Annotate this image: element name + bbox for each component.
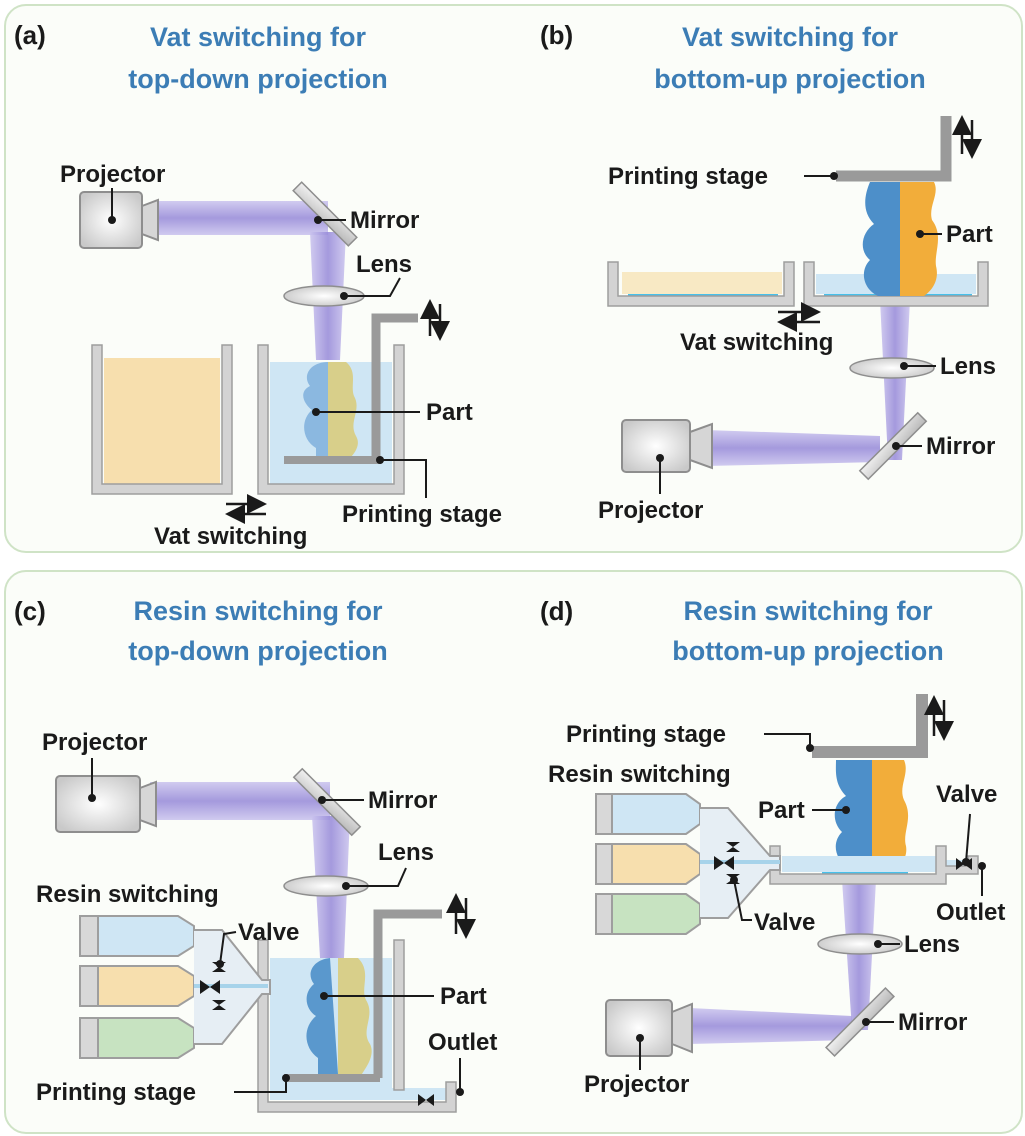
panel-d-resin-bottles [595, 793, 781, 935]
panel-d-title-line1: Resin switching for [683, 596, 933, 626]
panel-b-part-label: Part [946, 221, 993, 248]
panel-d-resin-switching-label: Resin switching [548, 761, 731, 788]
panel-d-part-label: Part [758, 797, 805, 824]
panel-a-printing-stage-label: Printing stage [342, 501, 502, 528]
panel-b-updown-arrow-icon [952, 115, 982, 159]
panel-b-lens-label: Lens [940, 353, 996, 380]
panel-a-mirror-label: Mirror [350, 207, 419, 234]
panel-a-beam-horizontal [156, 201, 328, 235]
panel-c-beam-horizontal [150, 782, 330, 820]
panel-c-valve-icon [200, 962, 434, 1106]
panel-c-id: (c) [14, 596, 46, 626]
panel-b-beam-horizontal [706, 430, 880, 466]
panel-a: (a) Vat switching for top-down projectio… [14, 20, 502, 550]
panel-c: (c) Resin switching for top-down project… [14, 596, 497, 1113]
panel-b-mirror-label: Mirror [926, 433, 995, 460]
panel-b-title-line2: bottom-up projection [654, 64, 925, 94]
panel-b-printing-stage-plate [836, 116, 952, 182]
panel-d-mirror-label: Mirror [898, 1009, 967, 1036]
panel-b-vat-switch-arrow-icon [777, 302, 821, 332]
panel-a-updown-arrow-icon [420, 299, 450, 341]
panel-d-outlet-label: Outlet [936, 899, 1005, 926]
panel-b: (b) Vat switching for bottom-up projecti… [540, 20, 996, 524]
panel-b-projector-label: Projector [598, 497, 703, 524]
panel-b-title-line1: Vat switching for [682, 22, 899, 52]
panel-b-vat-switching-label: Vat switching [680, 329, 833, 356]
panel-c-part-label: Part [440, 983, 487, 1010]
panel-d-part-icon [834, 760, 909, 868]
panel-a-id: (a) [14, 20, 46, 50]
panel-b-beam-vertical [880, 300, 910, 460]
panel-d-beam-vertical [842, 880, 876, 1030]
panel-b-part-icon [862, 182, 939, 296]
panel-c-lens-label: Lens [378, 839, 434, 866]
panel-c-mirror-icon [292, 767, 362, 837]
panel-c-printing-stage-label: Printing stage [36, 1079, 196, 1106]
panel-d-beam-horizontal [690, 1008, 852, 1044]
panel-a-projector-icon [79, 191, 159, 249]
panel-c-projector-icon [55, 775, 157, 833]
panel-d: (d) Resin switching for bottom-up projec… [540, 596, 1005, 1098]
panel-d-updown-arrow-icon [924, 695, 954, 741]
panel-c-valve-label: Valve [238, 919, 299, 946]
panel-c-mirror-label: Mirror [368, 787, 437, 814]
panel-a-title-line2: top-down projection [128, 64, 387, 94]
panel-c-updown-arrow-icon [446, 893, 476, 939]
panel-d-lens-label: Lens [904, 931, 960, 958]
panel-a-vat-switch-arrow-icon [225, 494, 267, 524]
panel-d-printing-stage-label: Printing stage [566, 721, 726, 748]
panel-d-projector-icon [605, 999, 693, 1057]
panel-c-title-line2: top-down projection [128, 636, 387, 666]
panel-c-printing-stage-plate [284, 1074, 380, 1082]
panel-b-id: (b) [540, 20, 573, 50]
panel-b-projector-icon [621, 419, 713, 473]
panel-b-left-vat [607, 261, 795, 307]
panel-d-id: (d) [540, 596, 573, 626]
panel-c-stage-arm [373, 909, 442, 1078]
panel-c-outlet-label: Outlet [428, 1029, 497, 1056]
panel-a-printing-stage-plate [284, 456, 380, 464]
panel-b-printing-stage-label: Printing stage [608, 163, 768, 190]
panel-c-title-line1: Resin switching for [133, 596, 383, 626]
panel-d-printing-stage-plate [812, 694, 928, 758]
panel-d-projector-label: Projector [584, 1071, 689, 1098]
panel-d-lens-icon [817, 933, 903, 955]
panel-d-mirror-icon [824, 986, 896, 1058]
panel-a-vat-switching-label: Vat switching [154, 523, 307, 550]
panel-a-title-line1: Vat switching for [150, 22, 367, 52]
panel-a-left-vat [91, 344, 233, 495]
panel-b-lens-icon [849, 357, 935, 379]
panel-c-resin-bottles [79, 915, 271, 1059]
panel-c-resin-switching-label: Resin switching [36, 881, 219, 908]
panel-d-valve-right-label: Valve [936, 781, 997, 808]
panel-a-lens-label: Lens [356, 251, 412, 278]
panel-c-projector-label: Projector [42, 729, 147, 756]
panel-d-valve-left-label: Valve [754, 909, 815, 936]
panel-a-projector-label: Projector [60, 161, 165, 188]
panel-c-part-icon [306, 958, 372, 1074]
panel-a-part-label: Part [426, 399, 473, 426]
panel-d-vat [769, 845, 979, 885]
panel-d-title-line2: bottom-up projection [672, 636, 943, 666]
